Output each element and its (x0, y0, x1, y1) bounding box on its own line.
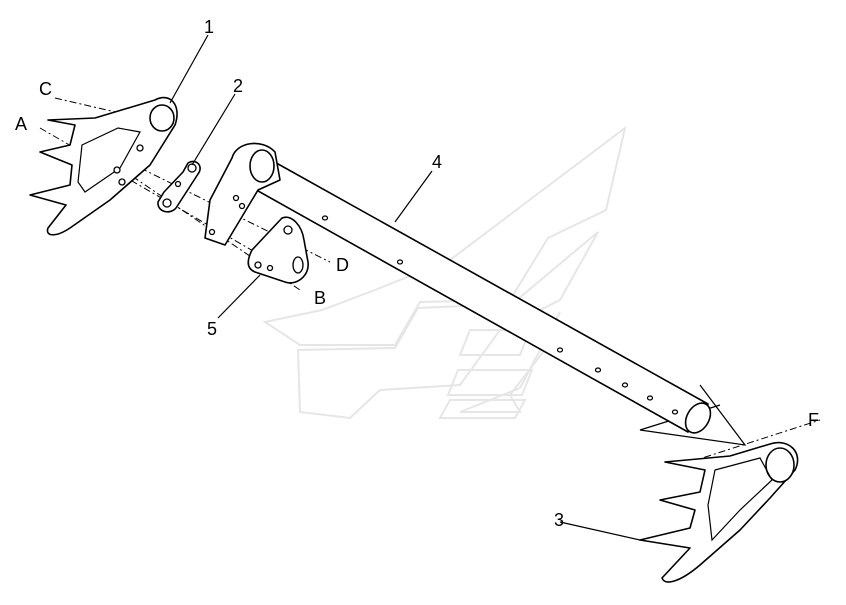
callout-1: 1 (204, 17, 214, 37)
callout-2: 2 (233, 76, 243, 96)
callout-f: F (808, 410, 819, 430)
part-2-link-plate (157, 160, 201, 213)
part-1-left-tine-bracket (29, 96, 178, 236)
callout-4: 4 (432, 152, 442, 172)
part-5-flange-plate (247, 216, 309, 284)
callout-c: C (39, 79, 52, 99)
callout-a: A (15, 114, 27, 134)
callout-labels: 1 2 3 4 5 A B C D F (15, 17, 819, 530)
callout-5: 5 (207, 319, 217, 339)
leader-lines (169, 34, 641, 541)
tube-end-bracket (204, 142, 281, 246)
part-3-right-tine-bracket (639, 441, 799, 583)
callout-3: 3 (554, 510, 564, 530)
callout-b: B (314, 288, 326, 308)
part-4-tube (241, 154, 712, 434)
callout-d: D (336, 255, 349, 275)
